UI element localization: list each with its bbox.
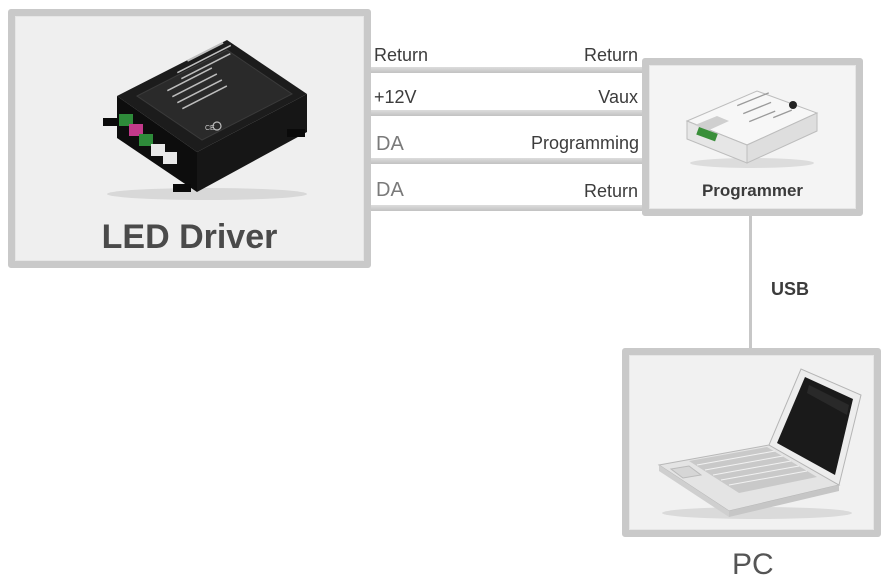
svg-text:CE: CE bbox=[205, 125, 215, 132]
programmer-title: Programmer bbox=[649, 181, 856, 201]
programmer-image bbox=[677, 81, 827, 171]
led-driver-image: CE bbox=[77, 34, 317, 206]
right-label-programming: Programming bbox=[531, 134, 639, 152]
wire-return-1 bbox=[371, 67, 642, 73]
right-label-return-2: Return bbox=[584, 182, 638, 200]
usb-label: USB bbox=[771, 279, 809, 300]
right-label-return-1: Return bbox=[584, 46, 638, 64]
left-label-return: Return bbox=[374, 46, 428, 64]
left-label-da-1: DA bbox=[376, 134, 404, 154]
wire-programming bbox=[371, 158, 642, 164]
programmer-panel: Programmer bbox=[642, 58, 863, 216]
led-driver-panel: CE LED Driver bbox=[8, 9, 371, 268]
usb-cable bbox=[749, 216, 752, 348]
wire-vaux bbox=[371, 110, 642, 116]
wire-return-2 bbox=[371, 205, 642, 211]
left-label-12v: +12V bbox=[374, 88, 417, 106]
pc-label: PC bbox=[732, 548, 774, 582]
laptop-image bbox=[649, 365, 864, 525]
right-label-vaux: Vaux bbox=[598, 88, 638, 106]
pc-panel bbox=[622, 348, 881, 537]
led-driver-title: LED Driver bbox=[15, 218, 364, 257]
left-label-da-2: DA bbox=[376, 180, 404, 200]
